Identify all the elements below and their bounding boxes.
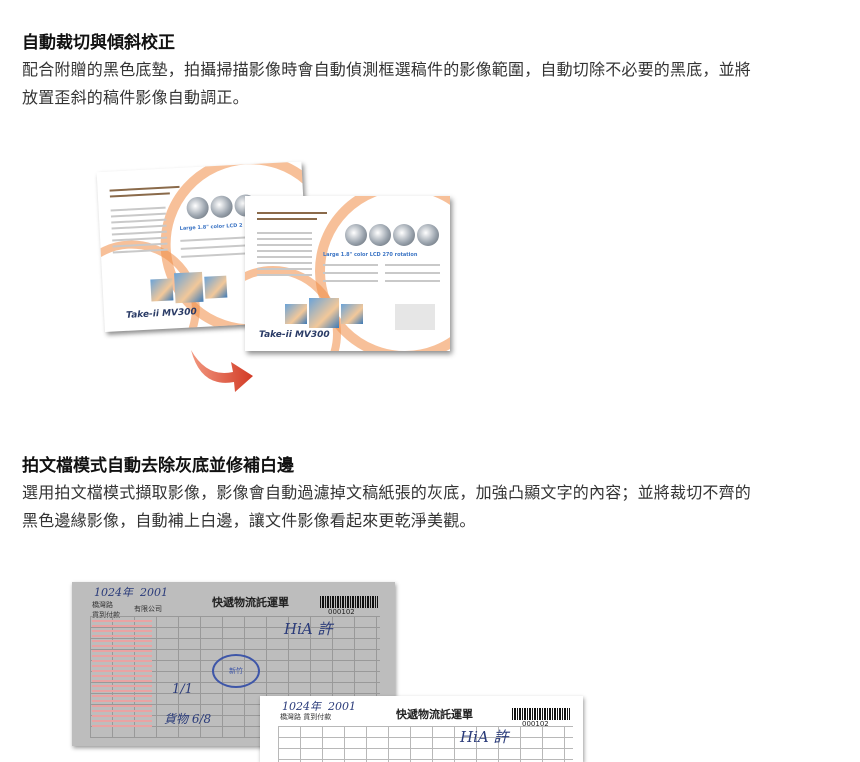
section-title: 拍文檔模式自動去除灰底並修補白邊 (22, 456, 294, 476)
gray-form-image: 1024年 2001 橋灣路貨到付款 有限公司 快遞物流託運單 000102 H… (72, 582, 395, 746)
section-auto-crop: 自動裁切與傾斜校正 配合附贈的黑色底墊，拍攝掃描影像時會自動偵測框選稿件的影像範… (22, 32, 852, 112)
auto-crop-figure: Large 1.8" color LCD 2 Take-ii MV300 Lar… (95, 160, 465, 400)
paragraph-line: 配合附贈的黑色底墊，拍攝掃描影像時會自動偵測框選稿件的影像範圍，自動切除不必要的… (22, 60, 752, 79)
document-cleanup-figure: 1024年 2001 橋灣路貨到付款 有限公司 快遞物流託運單 000102 H… (70, 578, 590, 762)
section-title: 自動裁切與傾斜校正 (22, 33, 175, 53)
curved-arrow-icon (191, 350, 253, 392)
paragraph-line: 黑色邊緣影像，自動補上白邊，讓文件影像看起來更乾淨美觀。 (22, 511, 476, 530)
cleaned-form-image: 1024年 2001 橋灣路 貨到付款 快遞物流託運單 000102 HiA 許 (260, 696, 583, 762)
section-paragraph: 配合附贈的黑色底墊，拍攝掃描影像時會自動偵測框選稿件的影像範圍，自動切除不必要的… (22, 56, 852, 112)
paragraph-line: 放置歪斜的稿件影像自動調正。 (22, 88, 249, 107)
section-remove-gray-background: 拍文檔模式自動去除灰底並修補白邊 選用拍文檔模式擷取影像，影像會自動過濾掉文稿紙… (22, 455, 852, 535)
paragraph-line: 選用拍文檔模式擷取影像，影像會自動過濾掉文稿紙張的灰底，加強凸顯文字的內容；並將… (22, 483, 752, 502)
brochure-caption: Large 1.8" color LCD 270 rotation (323, 252, 418, 258)
form-title: 快遞物流託運單 (212, 596, 289, 609)
section-paragraph: 選用拍文檔模式擷取影像，影像會自動過濾掉文稿紙張的灰底，加強凸顯文字的內容；並將… (22, 479, 852, 535)
brochure-brand: Take-ii MV300 (259, 330, 330, 340)
corrected-brochure-image: Large 1.8" color LCD 270 rotation Take-i… (245, 196, 450, 351)
form-number: 000102 (328, 608, 355, 616)
